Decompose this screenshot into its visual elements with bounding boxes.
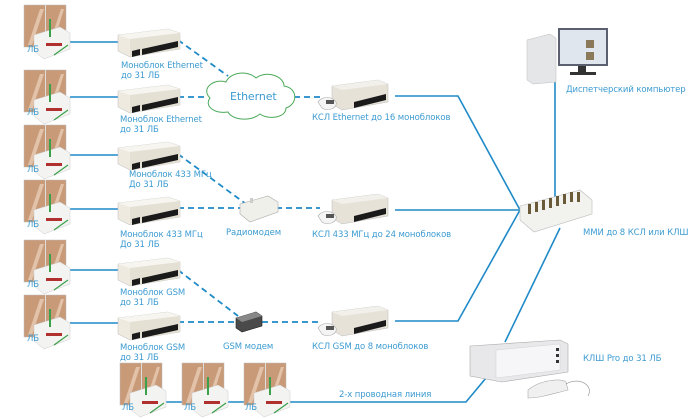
monoblock-label-line1: Моноблок GSM — [120, 343, 186, 353]
lock-unit-label: ЛБ — [27, 220, 40, 230]
lock-unit-label: ЛБ — [27, 108, 40, 118]
computer-label: Диспетчерский компьютер — [566, 85, 686, 95]
ksl-433-label: КСЛ 433 МГц до 24 моноблоков — [312, 230, 452, 240]
lock-unit-label: ЛБ — [184, 403, 197, 413]
lock-unit-label: ЛБ — [27, 165, 40, 175]
lock-unit-label: ЛБ — [27, 280, 40, 290]
monoblock-label-line2: До 31 ЛБ — [120, 240, 160, 250]
mmi-icon — [519, 189, 593, 233]
monoblock-label-line2: До 31 ЛБ — [129, 180, 169, 190]
klsh-label: КЛШ Pro до 31 ЛБ — [583, 354, 662, 364]
wire-line-label: 2-х проводная линия — [339, 390, 432, 400]
monoblock-label-line2: до 31 ЛБ — [120, 353, 159, 363]
monoblock-label-line2: до 31 ЛБ — [121, 71, 160, 81]
ethernet-cloud-icon — [206, 72, 296, 120]
dispatcher-computer-icon — [526, 28, 608, 85]
gsm-modem-icon — [235, 311, 263, 333]
ksl-ethernet-label: КСЛ Ethernet до 16 моноблоков — [312, 113, 451, 123]
monoblock-label-line1: Моноблок Ethernet — [121, 61, 203, 71]
lock-unit-label: ЛБ — [122, 403, 135, 413]
monoblock-label-line1: Моноблок Ethernet — [120, 115, 202, 125]
radiomodem-label: Радиомодем — [226, 228, 282, 238]
monoblock-label-line1: Моноблок GSM — [120, 288, 186, 298]
monoblock-label-line1: Моноблок 433 МГц — [120, 230, 203, 240]
wireless-links — [177, 39, 320, 323]
klsh-pro-icon — [469, 339, 590, 399]
monoblock-label-line2: до 31 ЛБ — [120, 298, 159, 308]
lock-unit-label: ЛБ — [245, 403, 258, 413]
lock-unit-label: ЛБ — [27, 334, 40, 344]
gsm-modem-label: GSM модем — [223, 342, 274, 352]
ksl-gsm-label: КСЛ GSM до 8 моноблоков — [312, 342, 429, 352]
monoblock-label-line2: до 31 ЛБ — [120, 125, 159, 135]
lock-unit-label: ЛБ — [27, 45, 40, 55]
ethernet-cloud-label: Ethernet — [230, 90, 277, 103]
mmi-label: ММИ до 8 КСЛ или КЛШ — [583, 228, 689, 238]
radiomodem-icon — [239, 195, 279, 223]
monoblock-label-line1: Моноблок 433 МГц — [129, 170, 212, 180]
